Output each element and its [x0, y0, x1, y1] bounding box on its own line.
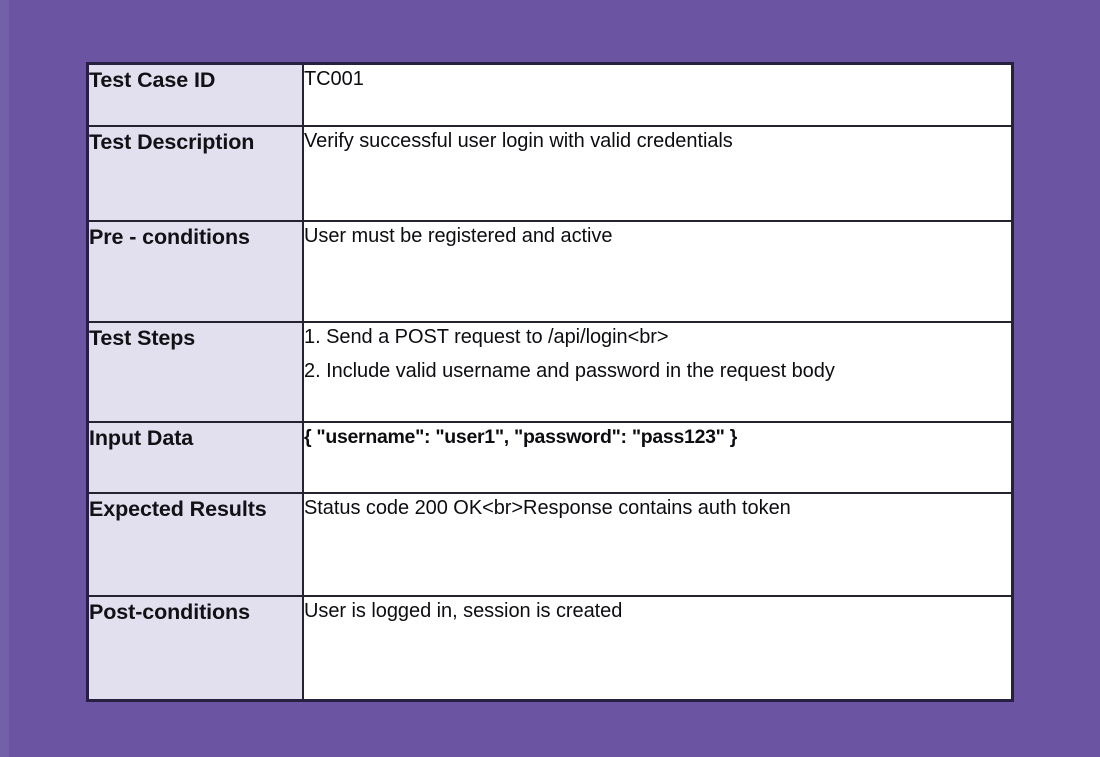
left-edge-strip [0, 0, 9, 757]
table-row: Expected Results Status code 200 OK<br>R… [86, 492, 1014, 597]
value-line: User must be registered and active [304, 225, 613, 247]
row-label-expected-results: Expected Results [86, 492, 304, 597]
table-row: Post-conditions User is logged in, sessi… [86, 595, 1014, 702]
row-value-test-description: Verify successful user login with valid … [302, 125, 1014, 222]
row-label-test-steps: Test Steps [86, 321, 304, 423]
table-row: Pre - conditions User must be registered… [86, 220, 1014, 323]
row-label-input-data: Input Data [86, 421, 304, 494]
table-row: Test Description Verify successful user … [86, 125, 1014, 222]
row-value-pre-conditions: User must be registered and active [302, 220, 1014, 323]
row-label-post-conditions: Post-conditions [86, 595, 304, 702]
value-line: Status code 200 OK<br>Response contains … [304, 497, 791, 519]
value-line: Verify successful user login with valid … [304, 130, 733, 152]
row-label-pre-conditions: Pre - conditions [86, 220, 304, 323]
value-line: 1. Send a POST request to /api/login<br> [304, 326, 669, 348]
test-case-table-container: Test Case ID TC001 Test Description Veri… [86, 62, 1014, 702]
value-line: 2. Include valid username and password i… [304, 360, 835, 382]
table-row: Test Case ID TC001 [86, 62, 1014, 127]
test-case-table: Test Case ID TC001 Test Description Veri… [86, 62, 1014, 702]
table-row: Input Data { "username": "user1", "passw… [86, 421, 1014, 494]
table-row: Test Steps 1. Send a POST request to /ap… [86, 321, 1014, 423]
row-label-test-description: Test Description [86, 125, 304, 222]
row-value-expected-results: Status code 200 OK<br>Response contains … [302, 492, 1014, 597]
value-line: TC001 [304, 68, 364, 90]
row-value-post-conditions: User is logged in, session is created [302, 595, 1014, 702]
row-label-test-case-id: Test Case ID [86, 62, 304, 127]
row-value-test-steps: 1. Send a POST request to /api/login<br>… [302, 321, 1014, 423]
test-case-table-body: Test Case ID TC001 Test Description Veri… [86, 62, 1014, 702]
row-value-test-case-id: TC001 [302, 62, 1014, 127]
value-line: { "username": "user1", "password": "pass… [304, 426, 738, 448]
value-line: User is logged in, session is created [304, 600, 623, 622]
row-value-input-data: { "username": "user1", "password": "pass… [302, 421, 1014, 494]
